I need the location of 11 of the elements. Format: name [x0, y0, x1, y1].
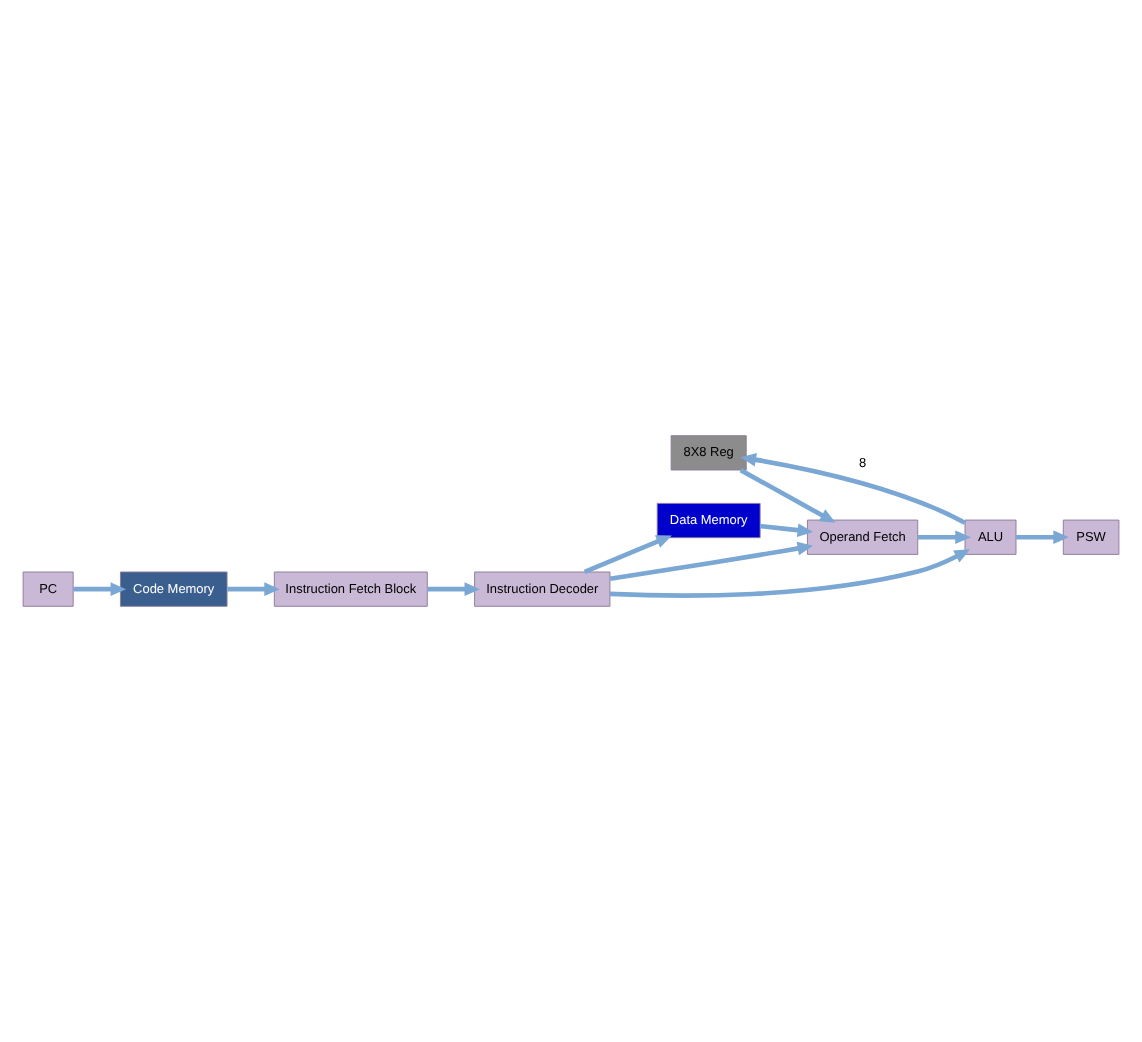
arrow — [918, 530, 971, 545]
arrow — [739, 468, 836, 523]
arrow — [427, 582, 481, 596]
arrow — [1016, 530, 1069, 544]
arrow — [227, 582, 280, 596]
arrow — [740, 453, 967, 525]
arrow — [609, 541, 814, 582]
arrow — [583, 535, 672, 574]
arrow — [73, 582, 127, 596]
arrow — [759, 523, 814, 537]
arrow — [609, 549, 971, 598]
